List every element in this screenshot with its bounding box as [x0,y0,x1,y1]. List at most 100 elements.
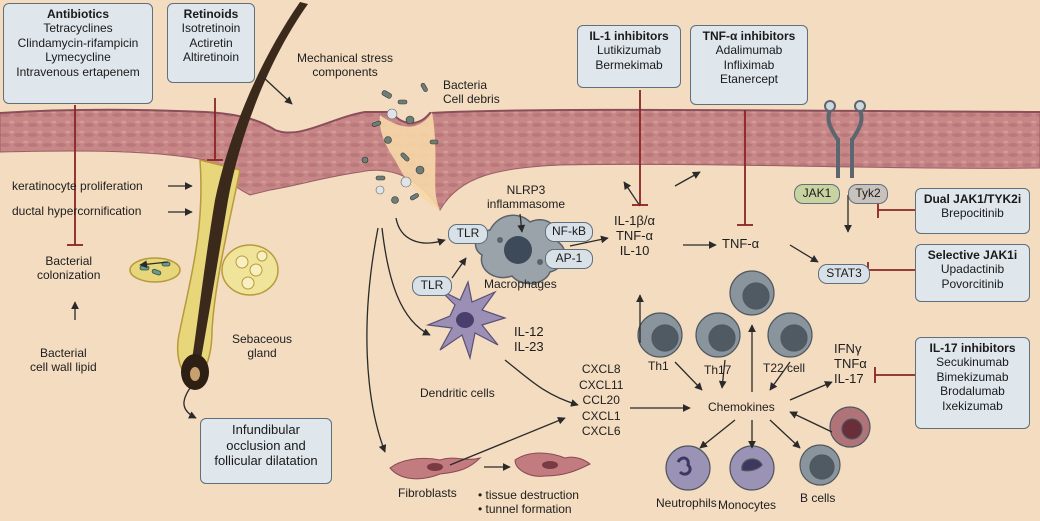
infundibular-line: Infundibular [232,422,300,437]
chemokine-item: CXCL11 [579,377,624,392]
antibiotic-item: Lymecycline [45,50,111,65]
retinoid-item: Actiretin [189,35,233,50]
il12-label: IL-12 IL-23 [514,324,544,355]
il1-item: Bermekimab [595,57,663,72]
antibiotic-item: Clindamycin-rifampicin [17,35,139,50]
dual-jak-item: Brepocitinib [941,206,1004,221]
tnf-item: Adalimumab [715,43,783,58]
ifn-line: IFNγ [834,341,862,356]
tnf-inhibitors-box: TNF-α inhibitors Adalimumab Infliximab E… [690,25,808,105]
cytokines-label: IL-1β/α TNF-α IL-10 [614,213,656,259]
chemokine-list: CXCL8 CXCL11 CCL20 CXCL1 CXCL6 [579,362,623,440]
stat3-pill: STAT3 [818,264,870,284]
bacterial-colonization-line: Bacterial [45,254,93,268]
antibiotic-item: Intravenous ertapenem [16,64,140,79]
th1-label: Th1 [648,359,669,373]
il12-line: IL-23 [514,338,544,354]
fibroblast-cells [389,452,591,480]
selective-jak-title: Selective JAK1i [927,248,1018,262]
il17-item: Brodalumab [940,384,1005,399]
cytokine-line: IL-10 [619,242,650,258]
bacteria-debris [361,82,440,210]
nfkb-pill: NF-kB [545,222,593,242]
mechanical-stress-line: Mechanical stress [297,51,394,65]
ap1-pill: AP-1 [545,249,593,269]
dual-jak-box: Dual JAK1/TYK2i Brepocitinib [915,188,1030,234]
il12-line: IL-12 [514,324,544,339]
fibroblasts-label: Fibroblasts [398,486,457,500]
tlr-pill-dendritic: TLR [412,276,452,296]
tissue-line: • tissue destruction [478,488,579,502]
bacterial-colonization-label: Bacterial colonization [37,254,101,283]
dendritic-cell [425,280,507,361]
dual-jak-title: Dual JAK1/TYK2i [923,192,1022,206]
retinoids-box: Retinoids Isotretinoin Actiretin Altiret… [167,3,255,83]
immune-cells [665,406,871,491]
antibiotics-box: Antibiotics Tetracyclines Clindamycin-ri… [3,3,153,104]
bacteria-label: Bacteria Cell debris [443,78,500,107]
retinoids-title: Retinoids [183,7,239,21]
tnf-item: Infliximab [723,57,775,72]
keratinocyte-label: keratinocyte proliferation [12,179,143,193]
jak1-pill: JAK1 [794,184,840,204]
selective-jak-item: Povorcitinib [941,276,1004,291]
mechanical-stress-line: components [312,64,378,79]
monocytes-label: Monocytes [718,498,777,512]
bacterial-wall-line: cell wall lipid [30,359,97,374]
bacterial-colonization-line: colonization [37,267,101,282]
antibiotic-item: Tetracyclines [43,21,113,36]
selective-jak-box: Selective JAK1i Upadactinib Povorcitinib [915,244,1030,302]
retinoid-item: Isotretinoin [181,21,241,36]
macrophages-label: Macrophages [484,277,557,291]
hair-follicle [129,2,308,390]
infundibular-box: Infundibular occlusion and follicular di… [200,418,332,484]
nlrp3-line: inflammasome [487,196,566,211]
infundibular-line: occlusion and [226,437,306,453]
tnf-item: Etanercept [719,72,779,87]
arrows [71,75,852,471]
tlr-pill-macrophage: TLR [448,224,488,244]
tissue-line: • tunnel formation [478,501,572,516]
bacterial-wall-label: Bacterial cell wall lipid [30,346,97,375]
nlrp3-label: NLRP3 inflammasome [487,183,566,212]
jak-receptor [824,100,866,178]
tyk2-pill: Tyk2 [848,184,888,204]
inhibition-lines [67,90,915,383]
chemokine-item: CCL20 [582,393,620,408]
tnfa-label: TNF-α [722,236,760,251]
chemokine-item: CXCL1 [581,408,621,423]
tissue-label: • tissue destruction • tunnel formation [478,488,579,517]
selective-jak-item: Upadactinib [940,262,1005,277]
chemokine-item: CXCL8 [581,362,621,376]
chemokines-label: Chemokines [708,400,775,414]
il1-item: Lutikizumab [596,43,662,58]
chemokine-item: CXCL6 [581,424,621,439]
dendritic-label: Dendritic cells [420,386,495,400]
th17-label: Th17 [704,363,732,377]
macrophage-cell [474,214,566,285]
il17-inhibitors-box: IL-17 inhibitors Secukinumab Bimekizumab… [915,337,1030,429]
ductal-label: ductal hypercornification [12,204,142,218]
bacterial-wall-line: Bacterial [40,346,87,360]
il17-title: IL-17 inhibitors [929,341,1016,355]
ifn-label: IFNγ TNFα IL-17 [834,341,867,387]
il1-title: IL-1 inhibitors [589,29,669,43]
ifn-line: IL-17 [834,370,864,386]
nlrp3-line: NLRP3 [506,183,546,197]
il17-item: Bimekizumab [936,369,1009,384]
cytokine-line: TNF-α [615,227,654,243]
cytokine-line: IL-1β/α [614,213,656,228]
il1-inhibitors-box: IL-1 inhibitors Lutikizumab Bermekimab [577,25,681,88]
ifn-line: TNFα [834,355,867,371]
infundibular-line: follicular dilatation [214,453,318,469]
il17-item: Secukinumab [936,355,1009,370]
tnf-title: TNF-α inhibitors [702,29,796,43]
bcells-label: B cells [800,491,836,505]
sebaceous-line: gland [247,345,277,360]
sebaceous-label: Sebaceous gland [232,332,293,361]
bacteria-line: Bacteria [443,78,488,92]
sebaceous-line: Sebaceous [232,332,293,346]
neutrophils-label: Neutrophils [656,496,717,510]
